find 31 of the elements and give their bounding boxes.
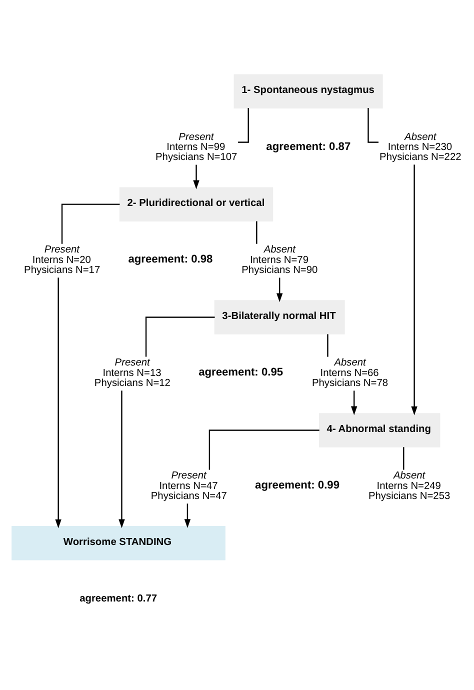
node-text: Absent Interns N=230 Physicians N=222: [380, 131, 462, 163]
arrow: [184, 503, 191, 528]
node-text: Absent Interns N=66 Physicians N=78: [312, 357, 388, 389]
connector: [403, 446, 404, 470]
node-box: 2- Pluridirectional or vertical: [119, 186, 274, 221]
connector: [256, 220, 258, 244]
node-text: Present Interns N=13 Physicians N=12: [94, 357, 170, 389]
node-text: Present Interns N=20 Physicians N=17: [24, 244, 100, 276]
connector: [208, 429, 320, 470]
connector: [327, 334, 328, 356]
arrow: [118, 390, 125, 528]
label: agreement: 0.98: [128, 253, 213, 266]
arrow: [276, 277, 283, 302]
arrow: [193, 164, 200, 189]
label: agreement: 0.99: [255, 479, 340, 492]
node-box: 4- Abnormal standing: [318, 412, 440, 447]
label: agreement: 0.95: [198, 366, 284, 378]
node-text: Absent Interns N=249 Physicians N=253: [368, 470, 450, 502]
node-text: Absent Interns N=79 Physicians N=90: [242, 244, 318, 276]
node-text: Present Interns N=99 Physicians N=107: [156, 131, 238, 163]
arrow: [351, 390, 358, 415]
node-box: 1- Spontaneous nystagmus: [234, 74, 383, 108]
arrow: [411, 164, 418, 415]
label: agreement: 0.87: [266, 140, 351, 152]
connector: [145, 316, 215, 356]
node-box: Worrisome STANDING: [12, 526, 226, 560]
connector: [61, 203, 120, 244]
node-text: Present Interns N=47 Physicians N=47: [150, 470, 227, 502]
arrow: [55, 277, 62, 528]
node-box: 3-Bilaterally normal HIT: [214, 300, 345, 334]
node-label: agreement: 0.77: [80, 592, 158, 604]
